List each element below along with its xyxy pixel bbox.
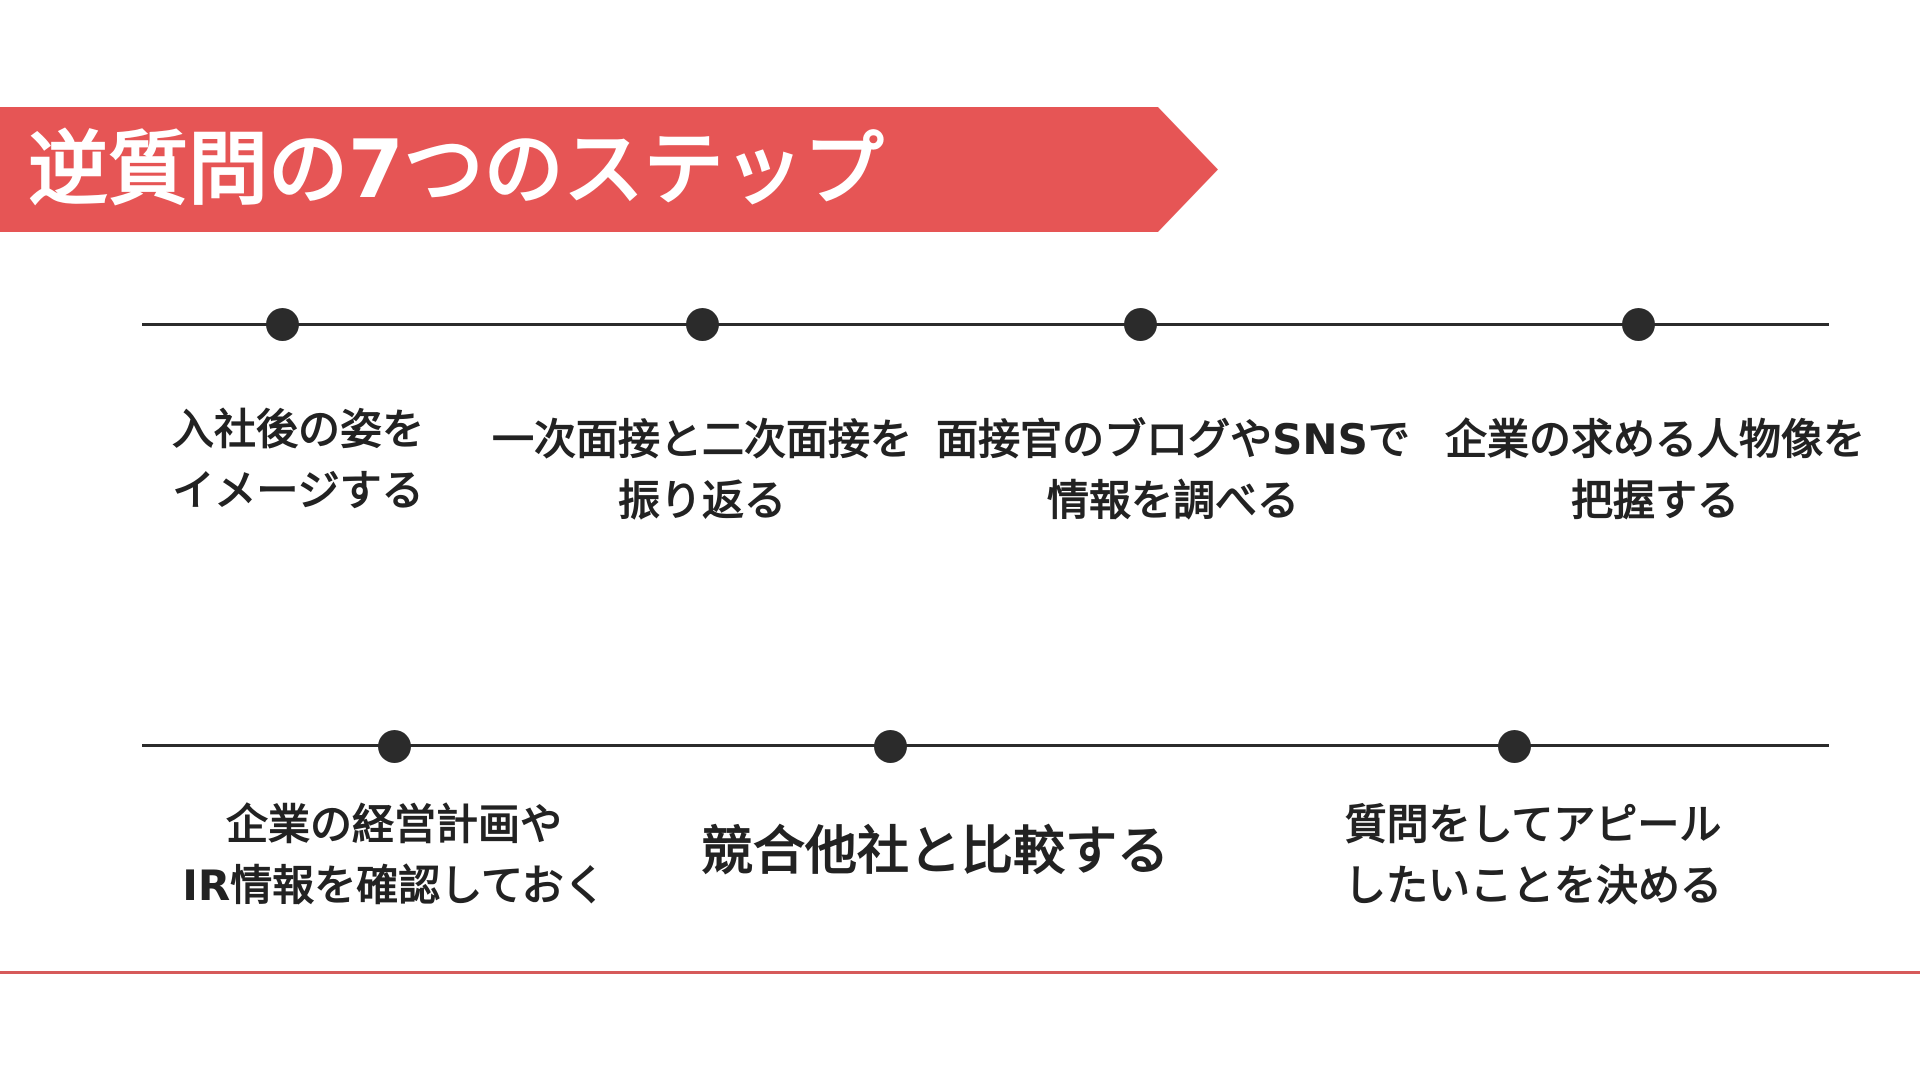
step-label-7: 質問をしてアピール したいことを決める	[1344, 795, 1722, 917]
timeline-row-1	[142, 323, 1829, 326]
timeline-row-2	[142, 744, 1829, 747]
step-label-4: 企業の求める人物像を 把握する	[1445, 410, 1865, 532]
step-label-5: 企業の経営計画や IR情報を確認しておく	[182, 795, 605, 917]
step-label-2-line-1: 一次面接と二次面接を	[491, 415, 913, 464]
step-label-3-line-1: 面接官のブログやSNSで	[936, 415, 1410, 464]
footer-divider	[0, 971, 1920, 974]
step-label-4-line-2: 把握する	[1570, 475, 1740, 525]
step-label-3: 面接官のブログやSNSで 情報を調べる	[936, 410, 1410, 532]
step-label-5-line-1: 企業の経営計画や	[225, 800, 563, 849]
step-label-2-line-2: 振り返る	[617, 475, 787, 525]
step-label-3-line-2: 情報を調べる	[1046, 475, 1299, 525]
step-marker-4	[1622, 308, 1655, 341]
step-label-1: 入社後の姿を イメージする	[172, 400, 424, 522]
page-title: 逆質問の7つのステップ	[28, 123, 884, 216]
step-label-1-line-1: 入社後の姿を	[171, 405, 425, 454]
step-label-5-line-2: IR情報を確認しておく	[182, 860, 606, 910]
step-label-6-line-1: 競合他社と比較する	[700, 822, 1170, 882]
step-marker-3	[1124, 308, 1157, 341]
step-label-1-line-2: イメージする	[172, 465, 424, 515]
step-marker-1	[266, 308, 299, 341]
step-label-6: 競合他社と比較する	[701, 815, 1169, 890]
step-label-2: 一次面接と二次面接を 振り返る	[492, 410, 912, 532]
step-label-7-line-2: したいことを決める	[1343, 860, 1723, 910]
step-marker-7	[1498, 730, 1531, 763]
step-marker-2	[686, 308, 719, 341]
step-label-4-line-1: 企業の求める人物像を	[1444, 415, 1866, 464]
title-banner: 逆質問の7つのステップ	[0, 107, 1218, 232]
step-marker-5	[378, 730, 411, 763]
step-label-7-line-1: 質問をしてアピール	[1344, 800, 1722, 849]
step-marker-6	[874, 730, 907, 763]
